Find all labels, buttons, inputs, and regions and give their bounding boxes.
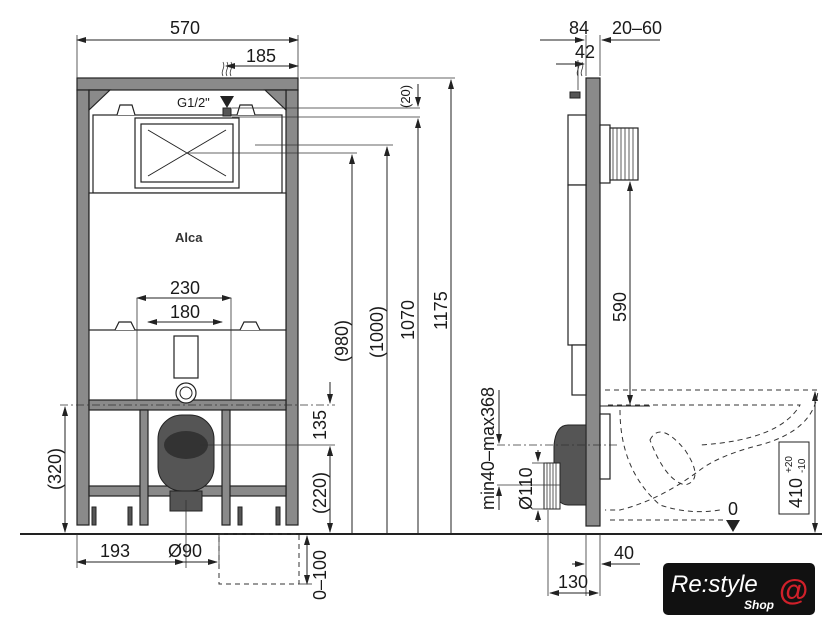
dim-193: 193	[100, 541, 130, 561]
inlet-thread-label: G1/2"	[177, 95, 210, 110]
dim-410-tol-minus: -10	[797, 458, 808, 473]
water-inlet-arrow-icon	[220, 96, 234, 108]
dim-410: 410	[786, 478, 806, 508]
dim-90: Ø90	[168, 541, 202, 561]
alca-logo: Alca	[175, 230, 203, 245]
dim-110: Ø110	[516, 467, 536, 510]
dim-570: 570	[170, 18, 200, 38]
side-view: 0 84 20–60 42 590 min40–max368 Ø110 410 …	[478, 18, 819, 596]
dim-drain-range: min40–max368	[478, 387, 498, 510]
logo-sub: Shop	[744, 598, 774, 612]
dim-1070: 1070	[398, 300, 418, 340]
seat-height-box	[778, 441, 810, 515]
dim-1175: 1175	[431, 291, 451, 330]
dim-180: 180	[170, 302, 200, 322]
dim-320: (320)	[45, 448, 65, 490]
dim-230: 230	[170, 278, 200, 298]
dim-0-100: 0–100	[310, 550, 330, 600]
restyle-shop-logo: Re:style Shop @	[663, 563, 815, 615]
dim-130: 130	[558, 572, 588, 592]
at-cart-icon: @	[779, 574, 808, 607]
dim-590: 590	[610, 292, 630, 322]
front-view: Alca 570 185 G1/2" (20) (980) (1000) 107…	[45, 18, 455, 600]
dim-1000: (1000)	[367, 306, 387, 358]
dim-42: 42	[575, 42, 595, 62]
dim-20: (20)	[398, 85, 413, 108]
dim-410-tol-plus: +20	[784, 456, 795, 473]
floor-level-marker-icon	[726, 520, 740, 532]
dim-980: (980)	[332, 320, 352, 362]
dim-84: 84	[569, 18, 589, 38]
dim-40: 40	[614, 543, 634, 563]
floor-level-label: 0	[728, 499, 738, 519]
logo-brand: Re:style	[671, 571, 758, 598]
dim-135: 135	[310, 410, 330, 440]
dim-220: (220)	[310, 472, 330, 514]
dim-20-60: 20–60	[612, 18, 662, 38]
dim-185: 185	[246, 46, 276, 66]
